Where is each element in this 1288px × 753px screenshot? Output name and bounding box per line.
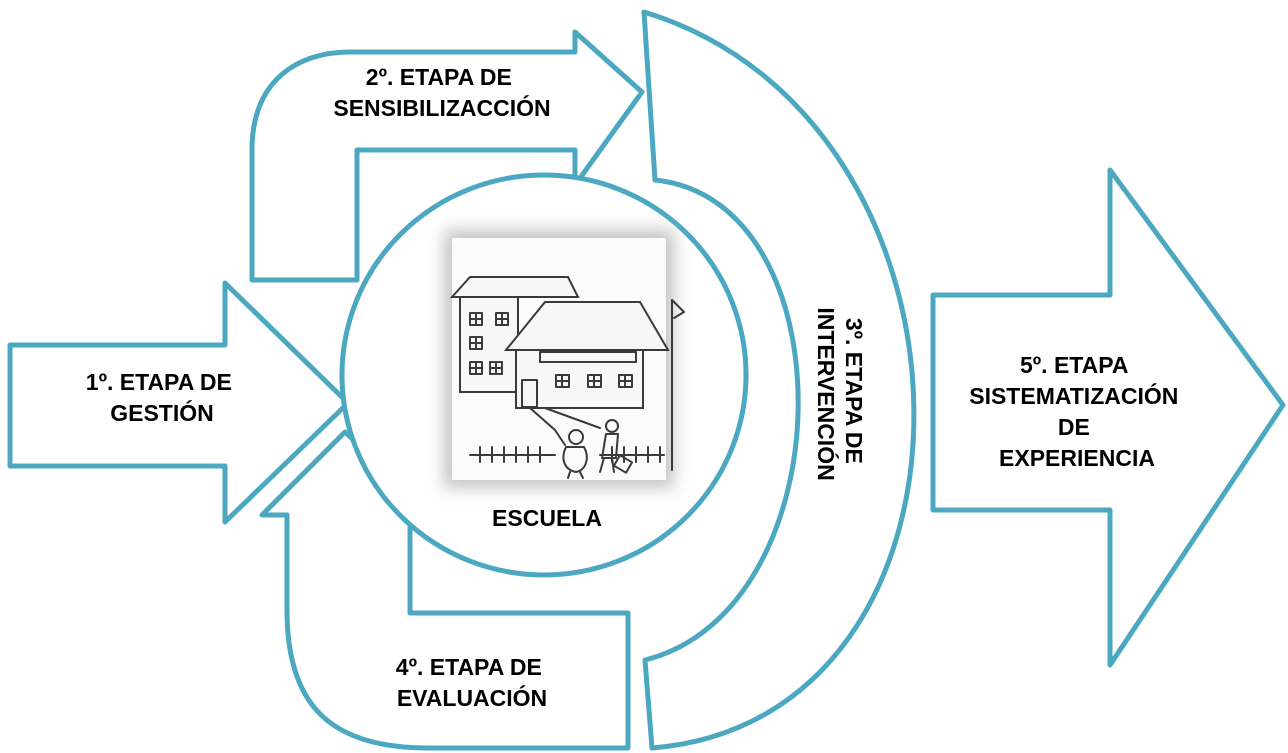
stage-1-label-line-2: GESTIÓN xyxy=(110,399,214,426)
stage-1-arrow xyxy=(7,280,351,525)
stage-5-label: 5º. ETAPA SISTEMATIZACIÓN DE EXPERIENCIA xyxy=(969,352,1185,471)
stage-2-arrow xyxy=(249,29,645,283)
stage-4-label-line-1: 4º. ETAPA DE xyxy=(396,654,542,680)
stage-3-label-line-1: 3º. ETAPA DE xyxy=(841,318,867,464)
stage-3-crescent xyxy=(641,9,917,751)
stage-2-label-line-2: SENSIBILIZACCIÓN xyxy=(333,94,550,121)
stage-5-label-line-2: SISTEMATIZACIÓN xyxy=(969,382,1178,409)
stage-2-label: 2º. ETAPA DE SENSIBILIZACCIÓN xyxy=(333,64,550,121)
escuela-label: ESCUELA xyxy=(492,505,602,531)
stage-5-label-line-4: EXPERIENCIA xyxy=(999,445,1155,471)
stage-5-arrow xyxy=(930,167,1286,668)
stage-3-label-line-2: INTERVENCIÓN xyxy=(813,307,840,480)
stage-1-label-line-1: 1º. ETAPA DE xyxy=(86,369,232,395)
school-sketch-image xyxy=(444,230,685,488)
stage-4-label: 4º. ETAPA DE EVALUACIÓN xyxy=(396,654,548,711)
stage-1-label: 1º. ETAPA DE GESTIÓN xyxy=(86,369,238,426)
stage-5-label-line-3: DE xyxy=(1058,414,1090,440)
stage-4-label-line-2: EVALUACIÓN xyxy=(397,684,547,711)
stage-3-label: 3º. ETAPA DE INTERVENCIÓN xyxy=(813,307,867,480)
stage-5-label-line-1: 5º. ETAPA xyxy=(1020,352,1128,378)
stage-2-label-line-1: 2º. ETAPA DE xyxy=(366,64,512,90)
